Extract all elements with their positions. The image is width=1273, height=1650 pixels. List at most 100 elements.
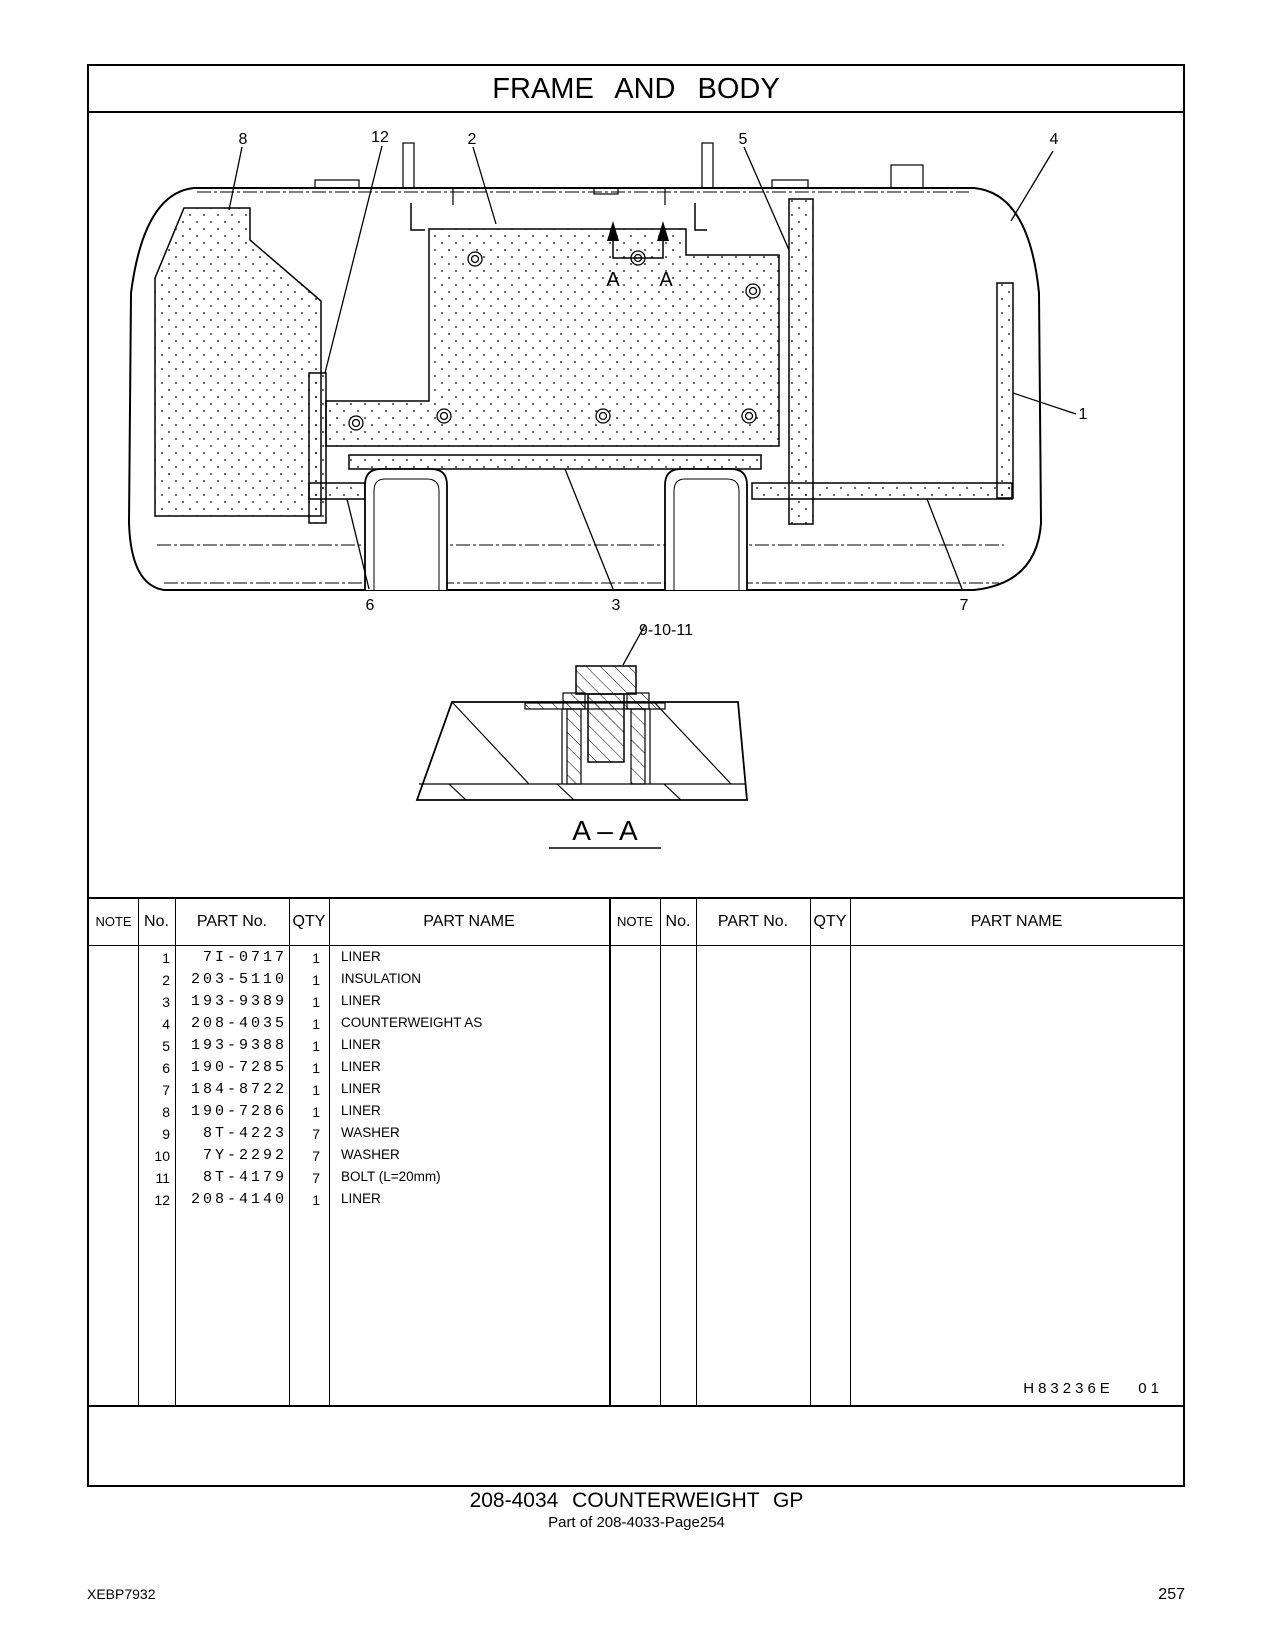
item-number: 7 <box>162 1082 170 1098</box>
liner-5-shape <box>788 198 814 525</box>
drawing-code: H83236E 01 <box>1023 1380 1163 1397</box>
group-caption: 208-4034 COUNTERWEIGHT GP Part of 208-40… <box>0 1488 1273 1531</box>
table-row: 9 8T-4223 7 WASHER <box>89 1123 1183 1146</box>
quantity: 7 <box>312 1126 320 1142</box>
header-part-no: PART No. <box>196 913 268 930</box>
quantity: 1 <box>312 972 320 988</box>
part-number: 8T-4179 <box>202 1169 287 1186</box>
part-name: LINER <box>341 1191 381 1206</box>
liner-6-shape <box>308 482 366 500</box>
header-qty-2: QTY <box>813 913 847 930</box>
callout-8: 8 <box>239 131 248 148</box>
callout-6: 6 <box>366 597 375 614</box>
quantity: 1 <box>312 950 320 966</box>
part-name: LINER <box>341 993 381 1008</box>
table-row: 4 208-4035 1 COUNTERWEIGHT AS <box>89 1013 1183 1036</box>
item-number: 6 <box>162 1060 170 1076</box>
item-number: 8 <box>162 1104 170 1120</box>
item-number: 10 <box>154 1148 170 1164</box>
callout-9-10-11: 9-10-11 <box>639 622 693 639</box>
header-part-name-2: PART NAME <box>970 913 1063 930</box>
group-title: 208-4034 COUNTERWEIGHT GP <box>469 1489 804 1512</box>
quantity: 1 <box>312 1060 320 1076</box>
document-id: XEBP7932 <box>87 1586 156 1602</box>
liner-1-shape <box>996 282 1014 499</box>
quantity: 1 <box>312 1016 320 1032</box>
table-row: 7 184-8722 1 LINER <box>89 1079 1183 1102</box>
header-part-no-2: PART No. <box>717 913 789 930</box>
table-row: 5 193-9388 1 LINER <box>89 1035 1183 1058</box>
table-row: 1 7I-0717 1 LINER <box>89 947 1183 970</box>
part-name: LINER <box>341 1059 381 1074</box>
part-name: INSULATION <box>341 971 422 986</box>
part-number: 208-4035 <box>190 1015 287 1032</box>
counterweight-outline <box>127 187 1043 591</box>
part-number: 7Y-2292 <box>202 1147 287 1164</box>
header-no: No. <box>144 913 169 930</box>
item-number: 12 <box>154 1192 170 1208</box>
item-number: 9 <box>162 1126 170 1142</box>
item-number: 4 <box>162 1016 170 1032</box>
liner-7-shape <box>751 482 1013 500</box>
counterweight-drawing-svg: A A 8 12 2 5 4 1 <box>127 129 1088 849</box>
section-a-a-detail <box>415 665 748 801</box>
part-name: LINER <box>341 1037 381 1052</box>
callout-5: 5 <box>739 131 748 148</box>
part-name: LINER <box>341 1103 381 1118</box>
section-mark-right: A <box>659 269 673 291</box>
callout-3: 3 <box>612 597 621 614</box>
callout-1: 1 <box>1079 406 1088 423</box>
table-row: 3 193-9389 1 LINER <box>89 991 1183 1014</box>
table-row: 6 190-7285 1 LINER <box>89 1057 1183 1080</box>
quantity: 1 <box>312 1082 320 1098</box>
header-no-2: No. <box>665 913 691 930</box>
part-number: 7I-0717 <box>202 949 287 966</box>
quantity: 1 <box>312 994 320 1010</box>
section-a-a-label: A – A <box>572 815 638 846</box>
group-subtitle: Part of 208-4033-Page254 <box>548 1514 725 1531</box>
page-number: 257 <box>1158 1586 1185 1603</box>
quantity: 1 <box>312 1192 320 1208</box>
part-number: 208-4140 <box>190 1191 287 1208</box>
quantity: 7 <box>312 1148 320 1164</box>
part-name: WASHER <box>341 1147 400 1162</box>
header-part-name: PART NAME <box>423 913 515 930</box>
header-note: NOTE <box>95 914 132 929</box>
insulation-2-shape <box>325 228 780 447</box>
liner-3-shape <box>348 454 762 470</box>
quantity: 1 <box>312 1038 320 1054</box>
parts-sheet: FRAME AND BODY <box>87 64 1185 1487</box>
part-number: 203-5110 <box>190 971 287 988</box>
section-mark-left: A <box>606 269 620 291</box>
callout-12: 12 <box>371 129 389 146</box>
item-number: 1 <box>162 950 170 966</box>
page-title: FRAME AND BODY <box>89 66 1183 113</box>
part-number: 184-8722 <box>190 1081 287 1098</box>
parts-list-table: NOTE No. PART No. QTY PART NAME NOTE No.… <box>89 897 1183 1407</box>
callout-7: 7 <box>960 597 969 614</box>
item-number: 5 <box>162 1038 170 1054</box>
part-name: LINER <box>341 949 381 964</box>
part-name: COUNTERWEIGHT AS <box>341 1015 483 1030</box>
part-number: 193-9388 <box>190 1037 287 1054</box>
part-number: 193-9389 <box>190 993 287 1010</box>
technical-drawing: A A 8 12 2 5 4 1 <box>89 113 1183 897</box>
liner-12-shape <box>308 372 327 524</box>
part-number: 190-7285 <box>190 1059 287 1076</box>
table-row: 12 208-4140 1 LINER <box>89 1189 1183 1212</box>
header-qty: QTY <box>292 913 326 930</box>
table-row: 10 7Y-2292 7 WASHER <box>89 1145 1183 1168</box>
header-note-2: NOTE <box>616 914 654 929</box>
part-name: WASHER <box>341 1125 400 1140</box>
liner-8-shape <box>154 207 322 517</box>
callout-2: 2 <box>468 131 477 148</box>
table-row: 8 190-7286 1 LINER <box>89 1101 1183 1124</box>
part-name: LINER <box>341 1081 381 1096</box>
part-number: 190-7286 <box>190 1103 287 1120</box>
part-name: BOLT (L=20mm) <box>341 1169 441 1184</box>
quantity: 1 <box>312 1104 320 1120</box>
part-number: 8T-4223 <box>202 1125 287 1142</box>
item-number: 3 <box>162 994 170 1010</box>
